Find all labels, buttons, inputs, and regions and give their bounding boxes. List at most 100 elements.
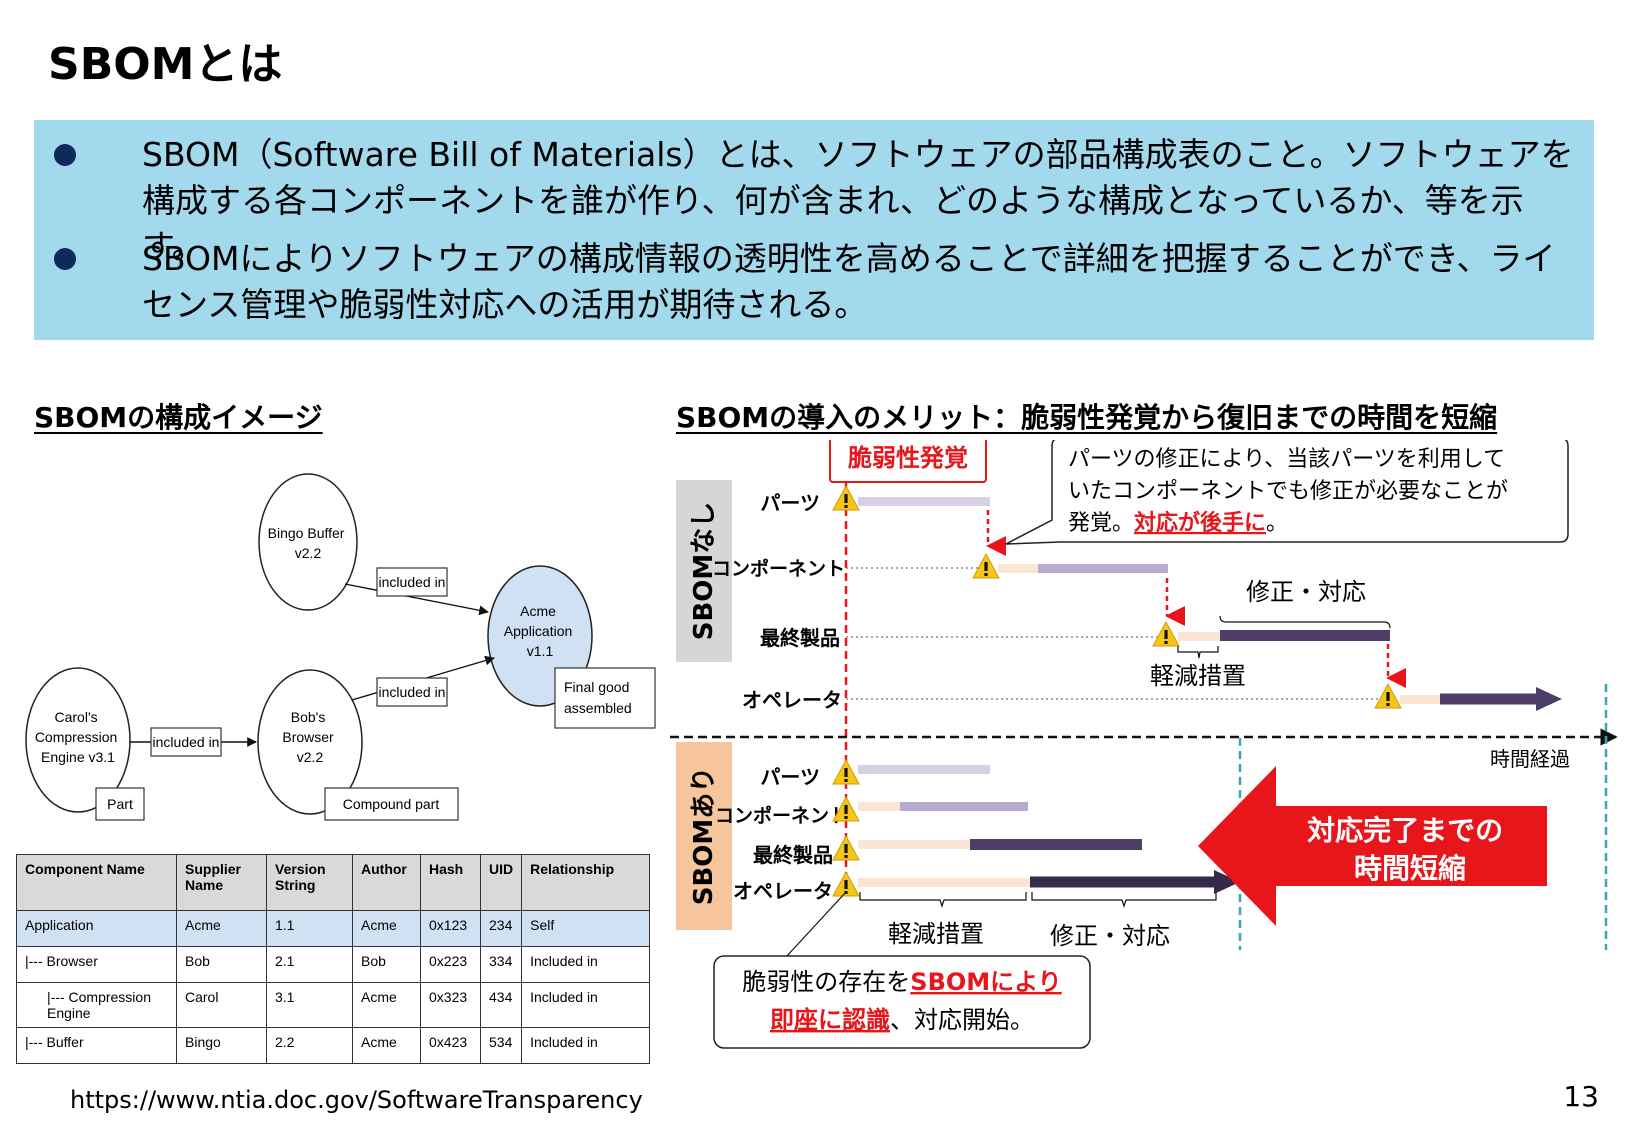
warning-icon bbox=[832, 835, 860, 861]
part-label-box bbox=[95, 787, 145, 821]
compound-part-label: Compound part bbox=[343, 796, 440, 812]
table-cell: 234 bbox=[479, 910, 523, 947]
mitigation-brace bbox=[1177, 646, 1219, 659]
table-cell: 0x423 bbox=[420, 1027, 481, 1064]
table-row: |--- Compression Engine Carol 3.1 Acme 0… bbox=[16, 982, 650, 1028]
table-cell: 2.2 bbox=[266, 1027, 353, 1064]
table-header-cell: Component Name bbox=[16, 854, 177, 911]
table-cell: 2.1 bbox=[266, 946, 353, 983]
edge-label-box bbox=[150, 727, 222, 757]
page-title: SBOMとは bbox=[48, 39, 283, 90]
row-label-final-product: 最終製品 bbox=[760, 626, 840, 650]
callout-bottom-box bbox=[713, 955, 1091, 1049]
row-label-component: コンポーネント bbox=[715, 804, 848, 827]
table-header-cell: Relationship bbox=[521, 854, 650, 911]
table-header-cell: Author bbox=[352, 854, 421, 911]
warning-icon bbox=[832, 759, 860, 785]
summary-box: SBOM（Software Bill of Materials）とは、ソフトウェ… bbox=[34, 120, 1594, 340]
summary-bullet-text: SBOM（Software Bill of Materials）とは、ソフトウェ… bbox=[142, 135, 1574, 266]
table-cell: 334 bbox=[479, 946, 523, 983]
without-sbom-label-box bbox=[676, 480, 732, 662]
summary-bullet-text: SBOMによりソフトウェアの構成情報の透明性を高めることで詳細を把握することがで… bbox=[142, 239, 1556, 324]
fix-brace bbox=[1219, 615, 1391, 629]
time-axis-label: 時間経過 bbox=[1490, 747, 1570, 771]
bar-parts-fix bbox=[858, 497, 990, 506]
bar-parts-fix bbox=[858, 765, 990, 774]
right-section-heading: SBOMの導入のメリット：脆弱性発覚から復旧までの時間を短縮 bbox=[676, 401, 1498, 434]
node-bob bbox=[257, 669, 363, 815]
table-header-cell: Hash bbox=[420, 854, 481, 911]
left-section-heading: SBOMの構成イメージ bbox=[34, 401, 323, 434]
table-cell: Acme bbox=[176, 910, 267, 947]
fix-brace bbox=[1031, 892, 1217, 908]
callout-bottom-line1: 脆弱性の存在をSBOMにより bbox=[742, 968, 1061, 996]
table-cell: Included in bbox=[521, 982, 650, 1028]
compound-part-label-box bbox=[324, 787, 459, 821]
node-acme-label: Acme Application v1.1 bbox=[504, 603, 576, 659]
table-cell: 434 bbox=[479, 982, 523, 1028]
table-cell: 0x123 bbox=[420, 910, 481, 947]
table-cell: |--- Compression Engine bbox=[16, 982, 177, 1028]
final-good-label-box bbox=[554, 667, 656, 729]
edge-label: included in bbox=[379, 684, 446, 700]
node-carol bbox=[25, 667, 131, 813]
with-sbom-label: SBOMあり bbox=[689, 767, 719, 906]
table-row: Application Acme 1.1 Acme 0x123 234 Self bbox=[16, 910, 650, 947]
bar-operator-mitigation bbox=[1400, 695, 1440, 704]
node-bingo-label: Bingo Buffer v2.2 bbox=[268, 525, 349, 561]
bullet-dot-icon bbox=[54, 144, 76, 166]
warning-icon bbox=[1374, 683, 1402, 709]
table-cell: Carol bbox=[176, 982, 267, 1028]
mitigation-label-bottom: 軽減措置 bbox=[888, 920, 984, 948]
callout-top-text: パーツの修正により、当該パーツを利用して いたコンポーネントでも修正が必要なこと… bbox=[1068, 447, 1512, 504]
edge-label: included in bbox=[153, 734, 220, 750]
bar-final-mitigation bbox=[1178, 632, 1220, 641]
timeline-diagram: SBOMなし SBOMあり 脆弱性発覚 パーツ コンポーネント 最終製品 オペレ… bbox=[670, 440, 1618, 1049]
page-number: 13 bbox=[1563, 1080, 1599, 1113]
bar-component-fix bbox=[900, 802, 1028, 811]
table-cell: Application bbox=[16, 910, 177, 947]
edge-label-box bbox=[376, 677, 448, 707]
bar-final-fix bbox=[970, 839, 1142, 850]
row-label-parts: パーツ bbox=[760, 491, 820, 515]
table-cell: 1.1 bbox=[266, 910, 353, 947]
table-cell: Self bbox=[521, 910, 650, 947]
table-cell: 0x323 bbox=[420, 982, 481, 1028]
callout-top-box bbox=[1005, 440, 1569, 545]
table-cell: |--- Buffer bbox=[16, 1027, 177, 1064]
row-label-parts: パーツ bbox=[760, 765, 820, 789]
table-header-row: Component Name Supplier Name Version Str… bbox=[16, 854, 650, 911]
table-cell: Acme bbox=[352, 982, 421, 1028]
table-cell: Included in bbox=[521, 946, 650, 983]
discovery-label: 脆弱性発覚 bbox=[847, 444, 968, 472]
source-link[interactable]: https://www.ntia.doc.gov/SoftwareTranspa… bbox=[70, 1086, 643, 1114]
bar-component-fix bbox=[1038, 564, 1168, 573]
table-cell: Acme bbox=[352, 1027, 421, 1064]
row-label-operator: オペレータ bbox=[742, 688, 842, 712]
callout-top-line3: 発覚。対応が後手に。 bbox=[1068, 510, 1288, 536]
row-label-final-product: 最終製品 bbox=[753, 843, 833, 867]
mitigation-label-top: 軽減措置 bbox=[1150, 662, 1246, 690]
table-cell: Included in bbox=[521, 1027, 650, 1064]
edge-label: included in bbox=[379, 574, 446, 590]
table-cell: Bingo bbox=[176, 1027, 267, 1064]
bar-operator-mitigation bbox=[858, 878, 1030, 887]
table-cell: 534 bbox=[479, 1027, 523, 1064]
table-row: |--- Browser Bob 2.1 Bob 0x223 334 Inclu… bbox=[16, 946, 650, 983]
table-header-cell: Version String bbox=[266, 854, 353, 911]
table-cell: Bob bbox=[352, 946, 421, 983]
without-sbom-label: SBOMなし bbox=[689, 502, 719, 641]
edge-bingo-acme bbox=[344, 583, 489, 616]
with-sbom-label-box bbox=[676, 742, 732, 930]
node-bob-label: Bob's Browser v2.2 bbox=[282, 709, 337, 765]
bar-component-mitigation bbox=[998, 564, 1038, 573]
warning-icon bbox=[832, 485, 860, 511]
final-good-label: Final good assembled bbox=[564, 679, 633, 716]
bar-final-mitigation bbox=[858, 840, 970, 849]
mitigation-brace bbox=[859, 892, 1027, 908]
bar-final-fix bbox=[1220, 630, 1390, 641]
sbom-graph: Bingo Buffer v2.2 Acme Application v1.1 … bbox=[25, 473, 656, 821]
arrowhead-icon bbox=[1536, 687, 1562, 711]
time-reduction-arrow bbox=[1198, 766, 1547, 926]
bullet-dot-icon bbox=[54, 248, 76, 270]
